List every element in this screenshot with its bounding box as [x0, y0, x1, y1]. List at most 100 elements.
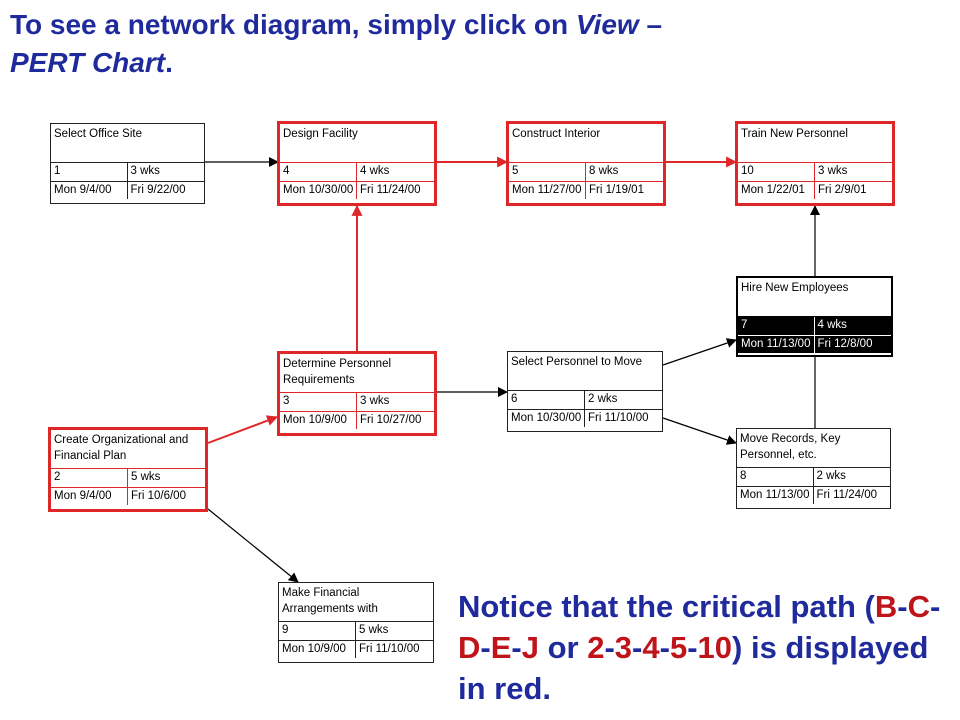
task-name: Train New Personnel	[738, 124, 892, 163]
task-finish: Fri 9/22/00	[130, 184, 186, 196]
task-name: Make Financial Arrangements with	[279, 583, 433, 622]
task-id-duration-row: 10 3 wks	[738, 163, 892, 181]
task-id-duration-row: 3 3 wks	[280, 393, 434, 411]
task-start: Mon 10/9/00	[279, 641, 356, 658]
task-start: Mon 11/13/00	[738, 336, 815, 353]
arrow-2-to-3	[207, 415, 279, 444]
task-finish: Fri 1/19/01	[589, 184, 644, 196]
task-id: 3	[280, 393, 357, 411]
task-node-construct-interior[interactable]: Construct Interior 5 8 wks Mon 11/27/00 …	[506, 121, 666, 206]
task-finish: Fri 12/8/00	[817, 338, 873, 350]
task-duration: 4 wks	[817, 319, 847, 331]
task-dates-row: Mon 11/27/00 Fri 1/19/01	[509, 181, 663, 199]
path-letter-d: D	[458, 630, 481, 665]
task-finish: Fri 11/10/00	[588, 412, 649, 424]
task-name: Move Records, Key Personnel, etc.	[737, 429, 890, 468]
path-letter-e: E	[490, 630, 512, 665]
task-id: 4	[280, 163, 357, 181]
task-name: Select Personnel to Move	[508, 352, 662, 391]
task-name: Hire New Employees	[738, 278, 891, 317]
path-number-4: 4	[642, 630, 660, 665]
task-node-determine-personnel-requirements[interactable]: Determine Personnel Requirements 3 3 wks…	[277, 351, 437, 436]
task-id-duration-row: 2 5 wks	[51, 469, 205, 487]
task-name: Select Office Site	[51, 124, 204, 163]
task-duration: 5 wks	[359, 624, 389, 636]
note-text-2: ) is displayed in red.	[458, 630, 929, 706]
title-text: To see a network diagram, simply click o…	[10, 9, 576, 40]
task-start: Mon 10/9/00	[280, 412, 357, 429]
task-duration: 2 wks	[588, 393, 618, 405]
task-node-hire-new-employees[interactable]: Hire New Employees 7 4 wks Mon 11/13/00 …	[736, 276, 893, 357]
task-id: 9	[279, 622, 356, 640]
arrow-2-to-9	[207, 508, 299, 583]
path-number-3: 3	[614, 630, 633, 665]
task-finish: Fri 10/6/00	[131, 490, 186, 502]
task-dates-row: Mon 9/4/00 Fri 10/6/00	[51, 487, 205, 505]
task-node-select-personnel-to-move[interactable]: Select Personnel to Move 6 2 wks Mon 10/…	[507, 351, 663, 432]
task-duration: 3 wks	[130, 165, 160, 177]
title-period: .	[165, 47, 173, 78]
slide-title: To see a network diagram, simply click o…	[10, 6, 950, 82]
path-number-2: 2	[587, 630, 605, 665]
task-duration: 4 wks	[360, 165, 390, 177]
task-start: Mon 11/27/00	[509, 182, 586, 199]
path-letter-c: C	[907, 589, 930, 624]
task-node-create-organizational-plan[interactable]: Create Organizational and Financial Plan…	[48, 427, 208, 512]
task-duration: 5 wks	[131, 471, 161, 483]
note-text-or: or	[538, 630, 588, 665]
task-finish: Fri 11/24/00	[360, 184, 421, 196]
task-start: Mon 10/30/00	[280, 182, 357, 199]
task-name: Determine Personnel Requirements	[280, 354, 434, 393]
task-finish: Fri 11/10/00	[359, 643, 420, 655]
task-dates-row: Mon 10/9/00 Fri 10/27/00	[280, 411, 434, 429]
task-start: Mon 10/30/00	[508, 410, 585, 427]
task-id: 2	[51, 469, 128, 487]
task-start: Mon 9/4/00	[51, 488, 128, 505]
task-start: Mon 11/13/00	[737, 487, 814, 504]
task-id-duration-row: 4 4 wks	[280, 163, 434, 181]
task-id-duration-row: 8 2 wks	[737, 468, 890, 486]
task-id: 6	[508, 391, 585, 409]
task-id-duration-row: 1 3 wks	[51, 163, 204, 181]
arrow-6-to-8	[662, 417, 737, 445]
task-name: Design Facility	[280, 124, 434, 163]
title-pert-chart: PERT Chart	[10, 47, 166, 78]
task-duration: 8 wks	[589, 165, 619, 177]
task-dates-row: Mon 10/30/00 Fri 11/24/00	[280, 181, 434, 199]
task-id: 1	[51, 163, 128, 181]
critical-path-note: Notice that the critical path (B-C-D-E-J…	[458, 589, 941, 706]
task-duration: 3 wks	[360, 395, 390, 407]
task-name: Construct Interior	[509, 124, 663, 163]
task-dates-row: Mon 9/4/00 Fri 9/22/00	[51, 181, 204, 199]
task-node-design-facility[interactable]: Design Facility 4 4 wks Mon 10/30/00 Fri…	[277, 121, 437, 206]
note-text-1: Notice that the critical path (	[458, 589, 875, 624]
task-id-duration-row: 9 5 wks	[279, 622, 433, 640]
task-duration: 2 wks	[816, 470, 846, 482]
title-view-menu: View	[575, 9, 639, 40]
task-dates-row: Mon 10/9/00 Fri 11/10/00	[279, 640, 433, 658]
task-node-select-office-site[interactable]: Select Office Site 1 3 wks Mon 9/4/00 Fr…	[50, 123, 205, 204]
task-id: 8	[737, 468, 814, 486]
path-number-10: 10	[697, 630, 733, 665]
title-separator: –	[638, 9, 663, 40]
task-id: 5	[509, 163, 586, 181]
path-letter-j: J	[521, 630, 539, 665]
task-dates-row: Mon 11/13/00 Fri 11/24/00	[737, 486, 890, 504]
task-start: Mon 9/4/00	[51, 182, 128, 199]
task-id: 7	[738, 317, 815, 335]
task-id-duration-row: 5 8 wks	[509, 163, 663, 181]
task-finish: Fri 11/24/00	[816, 489, 878, 501]
path-letter-b: B	[874, 589, 898, 624]
task-start: Mon 1/22/01	[738, 182, 815, 199]
task-node-make-financial-arrangements[interactable]: Make Financial Arrangements with 9 5 wks…	[278, 582, 434, 663]
task-name: Create Organizational and Financial Plan	[51, 430, 205, 469]
task-id: 10	[738, 163, 815, 181]
task-finish: Fri 10/27/00	[360, 414, 422, 426]
task-node-move-records[interactable]: Move Records, Key Personnel, etc. 8 2 wk…	[736, 428, 891, 509]
path-number-5: 5	[669, 630, 688, 665]
arrow-6-to-7	[662, 338, 737, 366]
task-node-train-new-personnel[interactable]: Train New Personnel 10 3 wks Mon 1/22/01…	[735, 121, 895, 206]
task-dates-row: Mon 11/13/00 Fri 12/8/00	[738, 335, 891, 353]
task-duration: 3 wks	[818, 165, 848, 177]
